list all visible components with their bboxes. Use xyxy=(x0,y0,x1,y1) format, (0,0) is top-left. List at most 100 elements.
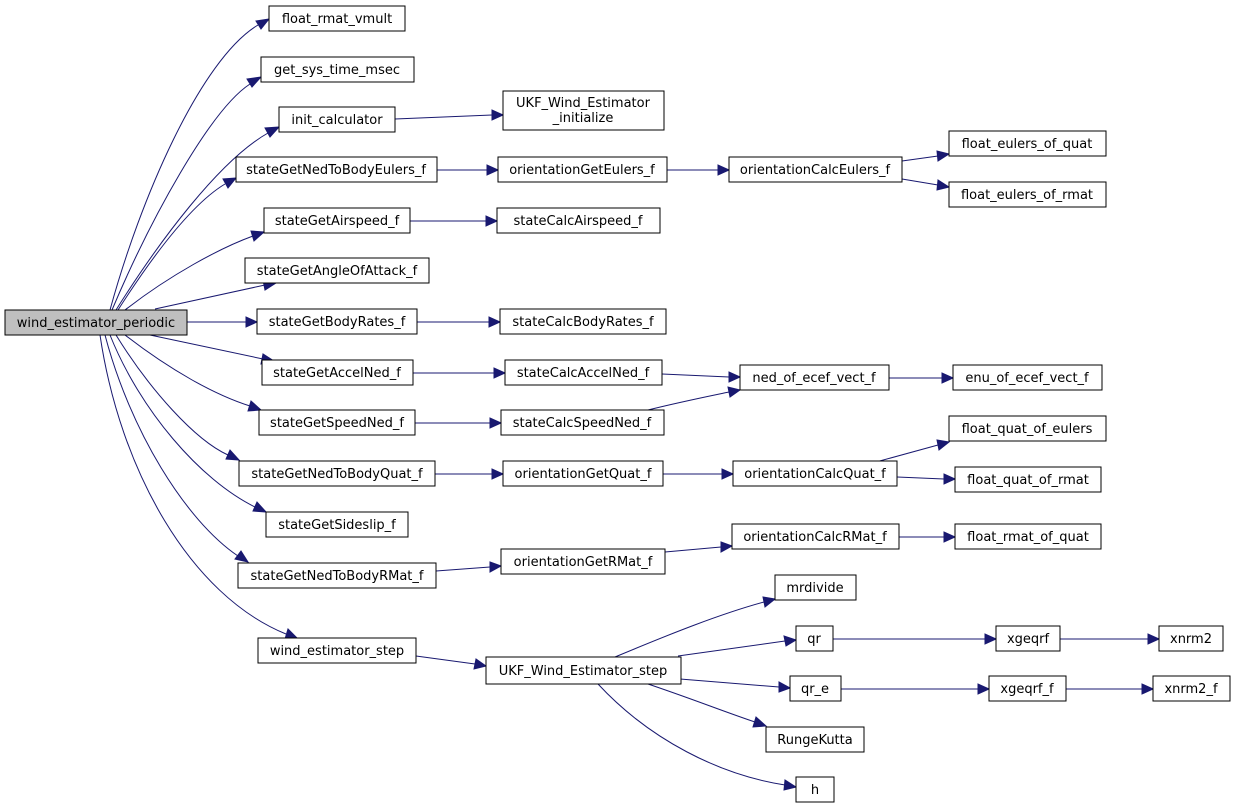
node-stateGetSpeedNed_f[interactable]: stateGetSpeedNed_f xyxy=(258,409,416,436)
node-label: qr_e xyxy=(801,682,829,697)
node-label: stateGetAngleOfAttack_f xyxy=(257,264,418,279)
node-label: xnrm2_f xyxy=(1164,682,1217,697)
node-qr_e[interactable]: qr_e xyxy=(789,675,842,702)
node-label: init_calculator xyxy=(291,113,383,128)
edge-root-to-stateGetBodyRates_f xyxy=(187,316,259,328)
edge-orientationCalcEulers_f-to-float_eulers_of_rmat xyxy=(901,178,951,191)
edge-stateGetAirspeed_f-to-stateCalcAirspeed_f xyxy=(410,215,499,227)
node-label: float_quat_of_eulers xyxy=(962,422,1093,437)
node-label: stateCalcAccelNed_f xyxy=(517,366,650,381)
node-xgeqrf[interactable]: xgeqrf xyxy=(995,625,1061,652)
node-label: ned_of_ecef_vect_f xyxy=(752,371,876,386)
edge-root-to-float_rmat_vmult xyxy=(109,18,271,311)
edge-root-to-stateGetSideslip_f xyxy=(109,334,268,513)
node-label: wind_estimator_periodic xyxy=(17,316,175,331)
node-orientationCalcRMat_f[interactable]: orientationCalcRMat_f xyxy=(731,523,900,550)
node-label: stateGetAirspeed_f xyxy=(275,214,400,229)
node-ukf_wind_estimator_initialize[interactable]: UKF_Wind_Estimator _initialize xyxy=(502,90,665,131)
node-stateCalcAccelNed_f[interactable]: stateCalcAccelNed_f xyxy=(504,359,663,386)
edge-xgeqrf-to-xnrm2 xyxy=(1060,633,1161,645)
edge-stateGetNedToBodyEulers_f-to-orientationGetEulers_f xyxy=(437,164,500,176)
node-float_quat_of_rmat[interactable]: float_quat_of_rmat xyxy=(954,466,1102,493)
edge-root-to-stateGetAirspeed_f xyxy=(124,230,266,311)
node-RungeKutta[interactable]: RungeKutta xyxy=(765,726,865,753)
edge-root-to-stateGetNedToBodyEulers_f xyxy=(117,177,238,311)
edge-ukf_step-to-mrdivide xyxy=(614,596,777,658)
node-stateGetNedToBodyEulers_f[interactable]: stateGetNedToBodyEulers_f xyxy=(235,156,438,183)
node-orientationGetEulers_f[interactable]: orientationGetEulers_f xyxy=(497,156,668,183)
edge-ukf_step-to-qr_e xyxy=(679,678,792,693)
node-xgeqrf_f[interactable]: xgeqrf_f xyxy=(988,675,1067,702)
node-float_quat_of_eulers[interactable]: float_quat_of_eulers xyxy=(948,415,1107,442)
node-stateGetNedToBodyQuat_f[interactable]: stateGetNedToBodyQuat_f xyxy=(238,460,436,487)
node-orientationCalcEulers_f[interactable]: orientationCalcEulers_f xyxy=(728,156,903,183)
edge-stateCalcAccelNed_f-to-ned_of_ecef_vect_f xyxy=(661,371,742,383)
node-xnrm2[interactable]: xnrm2 xyxy=(1158,625,1224,652)
edge-orientationGetEulers_f-to-orientationCalcEulers_f xyxy=(667,164,731,176)
node-init_calculator[interactable]: init_calculator xyxy=(278,106,396,133)
node-xnrm2_f[interactable]: xnrm2_f xyxy=(1152,675,1231,702)
node-stateCalcAirspeed_f[interactable]: stateCalcAirspeed_f xyxy=(496,207,661,234)
edge-stateCalcSpeedNed_f-to-ned_of_ecef_vect_f xyxy=(647,386,742,411)
edge-ukf_step-to-RungeKutta xyxy=(644,682,768,728)
edge-wind_estimator_step-to-UKF_Wind_Estimator_step xyxy=(415,655,488,670)
edge-orientationGetQuat_f-to-orientationCalcQuat_f xyxy=(663,468,735,480)
node-label: _initialize xyxy=(552,111,614,126)
node-stateGetAirspeed_f[interactable]: stateGetAirspeed_f xyxy=(263,207,411,234)
node-stateCalcBodyRates_f[interactable]: stateCalcBodyRates_f xyxy=(499,308,667,335)
node-float_eulers_of_rmat[interactable]: float_eulers_of_rmat xyxy=(948,181,1107,208)
node-wind_estimator_periodic[interactable]: wind_estimator_periodic xyxy=(4,309,188,336)
edge-orientationCalcQuat_f-to-float_quat_of_rmat xyxy=(896,473,957,485)
edge-root-to-stateGetAngleOfAttack_f xyxy=(154,279,278,310)
edge-orientationCalcQuat_f-to-float_quat_of_eulers xyxy=(875,439,951,463)
node-float_rmat_vmult[interactable]: float_rmat_vmult xyxy=(268,5,406,32)
node-label: float_rmat_of_quat xyxy=(967,530,1089,545)
node-label: qr xyxy=(807,632,821,647)
node-label: stateCalcAirspeed_f xyxy=(514,214,643,229)
node-get_sys_time_msec[interactable]: get_sys_time_msec xyxy=(260,56,415,83)
node-label: enu_of_ecef_vect_f xyxy=(965,371,1089,386)
node-stateGetAccelNed_f[interactable]: stateGetAccelNed_f xyxy=(261,359,414,386)
edge-stateGetSpeedNed_f-to-stateCalcSpeedNed_f xyxy=(415,417,503,429)
edge-qr_e-to-xgeqrf_f xyxy=(841,683,991,695)
node-label: mrdivide xyxy=(786,581,843,596)
node-label: stateGetNedToBodyRMat_f xyxy=(251,569,424,584)
edge-init_calculator-to-ukf_initialize xyxy=(394,109,505,121)
node-label: stateGetSpeedNed_f xyxy=(270,416,404,431)
node-float_eulers_of_quat[interactable]: float_eulers_of_quat xyxy=(948,130,1107,157)
node-enu_of_ecef_vect_f[interactable]: enu_of_ecef_vect_f xyxy=(952,364,1103,391)
node-label: orientationCalcRMat_f xyxy=(743,530,887,545)
node-label: RungeKutta xyxy=(777,733,852,748)
edge-stateGetNedToBodyQuat_f-to-orientationGetQuat_f xyxy=(435,468,505,480)
node-label: stateGetNedToBodyQuat_f xyxy=(251,467,423,482)
node-label: stateCalcBodyRates_f xyxy=(512,315,654,330)
node-label: float_quat_of_rmat xyxy=(967,473,1089,488)
node-label: stateGetSideslip_f xyxy=(278,518,396,533)
node-float_rmat_of_quat[interactable]: float_rmat_of_quat xyxy=(954,523,1102,550)
node-label: wind_estimator_step xyxy=(270,644,404,659)
edge-root-to-stateGetNedToBodyRMat_f xyxy=(104,334,250,563)
node-wind_estimator_step[interactable]: wind_estimator_step xyxy=(257,637,417,664)
node-qr[interactable]: qr xyxy=(795,625,834,652)
node-label: xgeqrf_f xyxy=(1000,682,1054,697)
node-mrdivide[interactable]: mrdivide xyxy=(774,574,857,601)
node-orientationGetRMat_f[interactable]: orientationGetRMat_f xyxy=(500,548,666,575)
node-label: float_eulers_of_quat xyxy=(962,137,1093,152)
node-orientationCalcQuat_f[interactable]: orientationCalcQuat_f xyxy=(732,460,898,487)
edge-ukf_step-to-qr xyxy=(677,635,798,657)
node-stateGetBodyRates_f[interactable]: stateGetBodyRates_f xyxy=(256,308,418,335)
node-h[interactable]: h xyxy=(795,776,835,803)
node-UKF_Wind_Estimator_step[interactable]: UKF_Wind_Estimator_step xyxy=(485,656,682,685)
node-label: UKF_Wind_Estimator_step xyxy=(499,664,668,679)
node-label: stateGetNedToBodyEulers_f xyxy=(246,163,426,178)
node-stateGetAngleOfAttack_f[interactable]: stateGetAngleOfAttack_f xyxy=(244,257,430,284)
node-stateGetSideslip_f[interactable]: stateGetSideslip_f xyxy=(265,511,409,538)
node-stateGetNedToBodyRMat_f[interactable]: stateGetNedToBodyRMat_f xyxy=(237,562,437,589)
node-stateCalcSpeedNed_f[interactable]: stateCalcSpeedNed_f xyxy=(500,409,665,436)
nodes: wind_estimator_periodic float_rmat_vmult… xyxy=(4,5,1231,803)
edge-root-to-wind_estimator_step xyxy=(99,334,299,640)
node-orientationGetQuat_f[interactable]: orientationGetQuat_f xyxy=(502,460,664,487)
node-label: stateCalcSpeedNed_f xyxy=(513,416,652,431)
node-ned_of_ecef_vect_f[interactable]: ned_of_ecef_vect_f xyxy=(739,364,890,391)
